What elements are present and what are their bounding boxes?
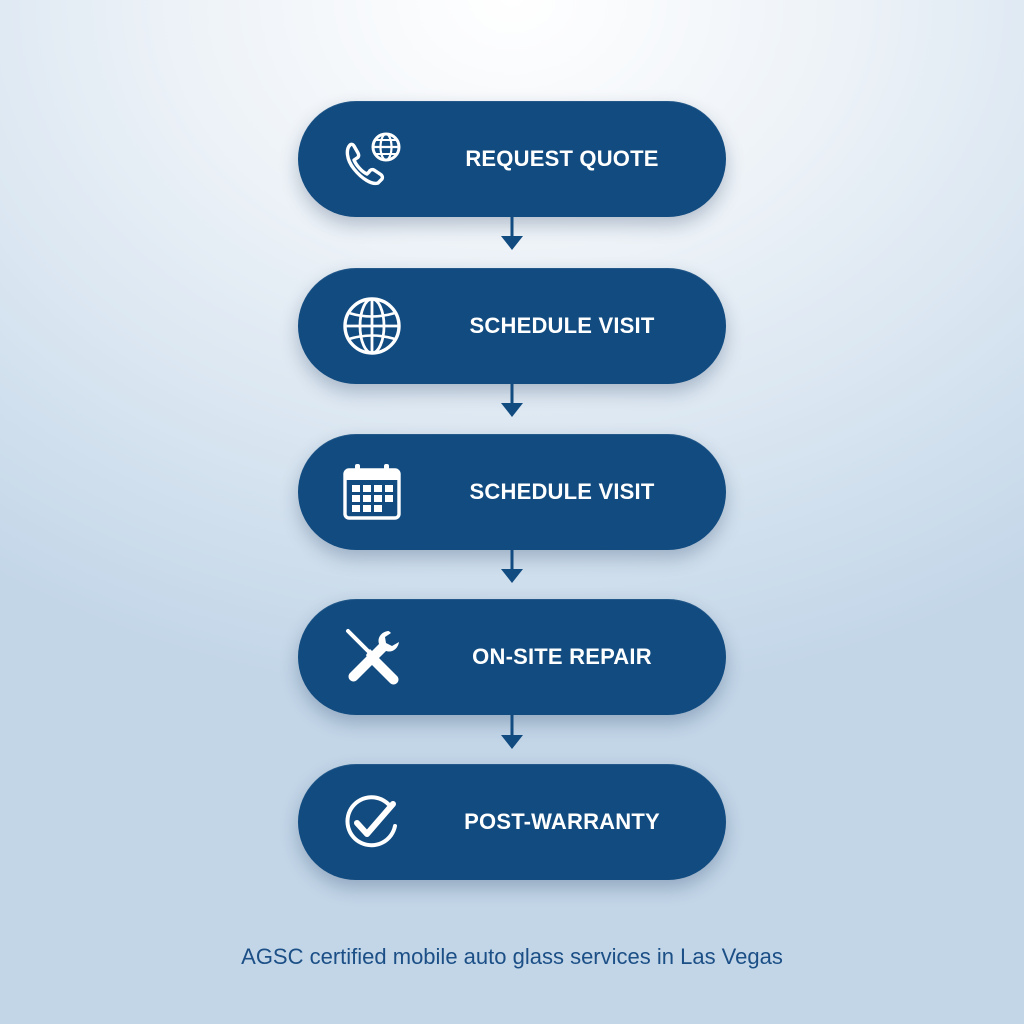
step-label: REQUEST QUOTE [465, 146, 659, 171]
step-schedule-visit-calendar: SCHEDULE VISIT [298, 434, 726, 550]
flow-arrow [498, 713, 526, 751]
step-label: SCHEDULE VISIT [469, 313, 655, 338]
step-schedule-visit: SCHEDULE VISIT [298, 268, 726, 384]
step-request-quote: REQUEST QUOTE [298, 101, 726, 217]
globe-icon [340, 296, 404, 356]
step-label: SCHEDULE VISIT [469, 479, 655, 504]
step-post-warranty: POST-WARRANTY [298, 764, 726, 880]
flow-arrow [498, 381, 526, 419]
phone-globe-icon [340, 129, 404, 189]
calendar-icon [340, 462, 404, 522]
step-label: POST-WARRANTY [464, 809, 660, 834]
step-label: ON-SITE REPAIR [472, 644, 652, 669]
step-on-site-repair: ON-SITE REPAIR [298, 599, 726, 715]
wrench-screwdriver-icon [340, 627, 404, 687]
flow-arrow [498, 214, 526, 252]
caption: AGSC certified mobile auto glass service… [241, 944, 783, 969]
check-circle-icon [340, 792, 404, 852]
flow-arrow [498, 547, 526, 585]
